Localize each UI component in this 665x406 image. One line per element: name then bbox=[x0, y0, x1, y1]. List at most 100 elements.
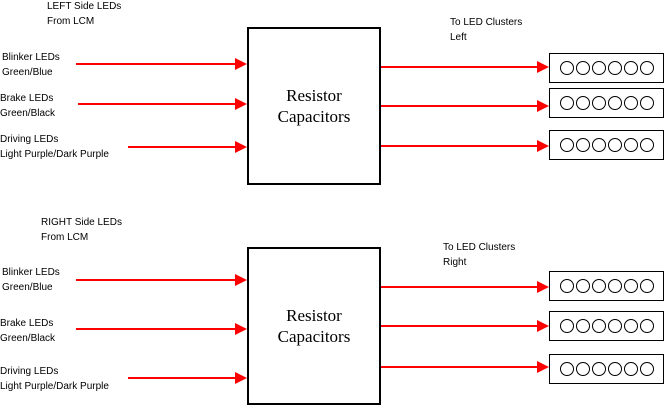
left-led-cluster-1 bbox=[549, 53, 664, 83]
left-side-header-line-1: LEFT Side LEDs bbox=[47, 1, 122, 12]
left-input-label-brake: Brake LEDs Green/Black bbox=[0, 91, 55, 121]
arrowhead-icon bbox=[235, 372, 247, 384]
led-icon bbox=[575, 362, 590, 376]
right-input-label-blinker: Blinker LEDs Green/Blue bbox=[2, 265, 60, 295]
arrowhead-icon bbox=[235, 323, 247, 335]
led-icon bbox=[575, 279, 590, 293]
arrowhead-icon bbox=[537, 61, 549, 73]
right-resistor-capacitor-box: Resistor Capacitors bbox=[247, 247, 381, 405]
left-output-label: To LED Clusters Left bbox=[450, 15, 522, 45]
left-side-header: LEFT Side LEDs From LCM bbox=[47, 0, 121, 29]
right-driving-input-wire bbox=[128, 372, 247, 384]
led-icon bbox=[575, 61, 590, 75]
led-icon bbox=[639, 362, 654, 376]
led-icon bbox=[607, 279, 622, 293]
right-box-label-line-1: Resistor bbox=[286, 306, 342, 325]
right-led-cluster-1 bbox=[549, 271, 664, 301]
led-icon bbox=[623, 319, 638, 333]
left-input-driving-name: Driving LEDs bbox=[0, 134, 59, 145]
led-icon bbox=[607, 319, 622, 333]
left-input-blinker-wires: Green/Blue bbox=[2, 67, 53, 78]
right-input-blinker-wires: Green/Blue bbox=[2, 282, 53, 293]
led-icon bbox=[607, 96, 622, 110]
right-output-label-line-2: Right bbox=[443, 257, 467, 268]
arrowhead-icon bbox=[235, 58, 247, 70]
left-output-wire-1 bbox=[381, 61, 549, 73]
led-icon bbox=[639, 279, 654, 293]
right-output-wire-1 bbox=[381, 281, 549, 293]
left-resistor-capacitor-box: Resistor Capacitors bbox=[247, 27, 381, 185]
right-blinker-input-wire bbox=[76, 274, 247, 286]
led-icon bbox=[575, 96, 590, 110]
led-icon bbox=[623, 362, 638, 376]
led-icon bbox=[591, 96, 606, 110]
led-icon bbox=[623, 61, 638, 75]
right-output-wire-2 bbox=[381, 320, 549, 332]
left-input-driving-wires: Light Purple/Dark Purple bbox=[0, 149, 109, 160]
right-side-header-line-1: RIGHT Side LEDs bbox=[41, 217, 122, 228]
right-input-brake-name: Brake LEDs bbox=[0, 318, 54, 329]
arrowhead-icon bbox=[537, 140, 549, 152]
left-led-cluster-3 bbox=[549, 130, 664, 160]
led-icon bbox=[623, 138, 638, 152]
right-input-label-driving: Driving LEDs Light Purple/Dark Purple bbox=[0, 364, 109, 394]
led-icon bbox=[591, 138, 606, 152]
arrowhead-icon bbox=[235, 274, 247, 286]
left-brake-input-wire bbox=[78, 98, 247, 110]
left-blinker-input-wire bbox=[76, 58, 247, 70]
left-side-header-line-2: From LCM bbox=[47, 16, 95, 27]
right-side-header-line-2: From LCM bbox=[41, 232, 89, 243]
led-icon bbox=[591, 319, 606, 333]
led-icon bbox=[639, 319, 654, 333]
left-box-label-line-2: Capacitors bbox=[277, 107, 351, 126]
left-input-brake-wires: Green/Black bbox=[0, 108, 56, 119]
left-box-label-line-1: Resistor bbox=[286, 86, 342, 105]
right-input-label-brake: Brake LEDs Green/Black bbox=[0, 316, 55, 346]
led-icon bbox=[623, 279, 638, 293]
arrowhead-icon bbox=[235, 98, 247, 110]
left-led-cluster-2 bbox=[549, 88, 664, 118]
right-input-blinker-name: Blinker LEDs bbox=[2, 267, 60, 278]
arrowhead-icon bbox=[235, 141, 247, 153]
led-icon bbox=[591, 279, 606, 293]
led-icon bbox=[639, 61, 654, 75]
right-side-header: RIGHT Side LEDs From LCM bbox=[41, 215, 122, 245]
left-input-blinker-name: Blinker LEDs bbox=[2, 52, 60, 63]
left-driving-input-wire bbox=[128, 141, 247, 153]
led-icon bbox=[591, 61, 606, 75]
left-output-wire-2 bbox=[381, 100, 549, 112]
led-icon bbox=[559, 138, 574, 152]
arrowhead-icon bbox=[537, 361, 549, 373]
arrowhead-icon bbox=[537, 281, 549, 293]
right-output-label-line-1: To LED Clusters bbox=[443, 242, 516, 253]
led-icon bbox=[591, 362, 606, 376]
led-icon bbox=[559, 362, 574, 376]
led-icon bbox=[623, 96, 638, 110]
right-input-driving-name: Driving LEDs bbox=[0, 366, 59, 377]
left-input-label-driving: Driving LEDs Light Purple/Dark Purple bbox=[0, 132, 109, 162]
led-icon bbox=[639, 138, 654, 152]
left-output-wire-3 bbox=[381, 140, 549, 152]
left-input-label-blinker: Blinker LEDs Green/Blue bbox=[2, 50, 60, 80]
right-brake-input-wire bbox=[76, 323, 247, 335]
led-icon bbox=[639, 96, 654, 110]
led-icon bbox=[607, 138, 622, 152]
right-input-driving-wires: Light Purple/Dark Purple bbox=[0, 381, 109, 392]
led-icon bbox=[559, 279, 574, 293]
left-input-brake-name: Brake LEDs bbox=[0, 93, 54, 104]
led-icon bbox=[559, 319, 574, 333]
led-icon bbox=[559, 96, 574, 110]
left-output-label-line-2: Left bbox=[450, 32, 467, 43]
led-icon bbox=[559, 61, 574, 75]
right-input-brake-wires: Green/Black bbox=[0, 333, 56, 344]
arrowhead-icon bbox=[537, 100, 549, 112]
led-icon bbox=[607, 362, 622, 376]
led-icon bbox=[607, 61, 622, 75]
right-led-cluster-3 bbox=[549, 354, 664, 384]
right-output-label: To LED Clusters Right bbox=[443, 240, 515, 270]
led-icon bbox=[575, 138, 590, 152]
arrowhead-icon bbox=[537, 320, 549, 332]
right-box-label-line-2: Capacitors bbox=[277, 327, 351, 346]
